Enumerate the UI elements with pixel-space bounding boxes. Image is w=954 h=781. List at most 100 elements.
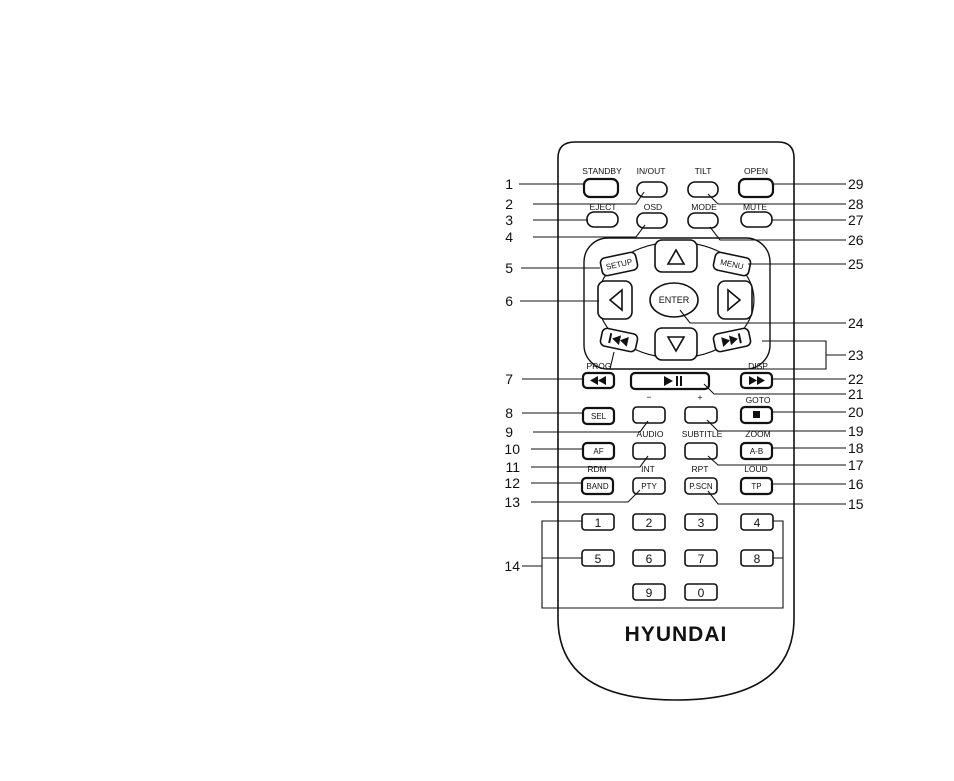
left-button[interactable] (597, 280, 633, 320)
label-plus: + (698, 392, 703, 402)
band-button[interactable] (580, 476, 615, 496)
leader-lines-left (519, 183, 649, 567)
callout-11: 11 (505, 459, 520, 475)
digit-key-1[interactable] (581, 513, 615, 531)
callout-23: 23 (848, 347, 864, 363)
leader-lines-right (609, 183, 846, 505)
label-int: INT (641, 464, 655, 474)
next-track-icon (721, 333, 742, 347)
digit-key-0-text: 0 (698, 586, 705, 600)
label-subtitle: SUBTITLE (682, 429, 723, 439)
eject-button[interactable] (586, 211, 619, 228)
label-rpt: RPT (692, 464, 709, 474)
digit-key-8-text: 8 (754, 552, 761, 566)
sel-button[interactable] (581, 406, 616, 426)
digit-key-5-text: 5 (595, 552, 602, 566)
digit-key-2-text: 2 (646, 516, 653, 530)
callout-26: 26 (848, 232, 864, 248)
label-goto: GOTO (746, 395, 771, 405)
open-button[interactable] (737, 177, 775, 199)
up-arrow-icon (666, 248, 686, 265)
pscn-button[interactable] (684, 477, 718, 495)
tilt-button[interactable] (687, 181, 719, 198)
af-button[interactable] (581, 441, 616, 461)
callout-2: 2 (505, 196, 513, 212)
label-audio: AUDIO (637, 429, 664, 439)
digit-key-9[interactable] (632, 583, 666, 601)
digit-key-7[interactable] (684, 549, 718, 567)
label-loud: LOUD (744, 464, 768, 474)
audio-button[interactable] (632, 442, 666, 460)
digit-key-3-text: 3 (698, 516, 705, 530)
mute-button[interactable] (740, 211, 773, 228)
play-pause-icon (664, 376, 682, 386)
digit-key-3[interactable] (684, 513, 718, 531)
callout-4: 4 (505, 229, 513, 245)
label-tilt: TILT (695, 166, 712, 176)
callout-25: 25 (848, 256, 864, 272)
down-arrow-icon (666, 336, 686, 353)
digit-key-6-text: 6 (646, 552, 653, 566)
rewind-icon (590, 376, 606, 385)
label-osd: OSD (644, 202, 662, 212)
pscn-button-text: P.SCN (689, 482, 713, 491)
callout-21: 21 (848, 386, 864, 402)
digit-key-6[interactable] (632, 549, 666, 567)
osd-button[interactable] (636, 212, 668, 229)
digit-key-4-text: 4 (754, 516, 761, 530)
ab-button[interactable] (739, 441, 774, 461)
digit-key-0[interactable] (684, 583, 718, 601)
up-button[interactable] (654, 239, 698, 273)
callout-29: 29 (848, 176, 864, 192)
label-open: OPEN (744, 166, 768, 176)
standby-button[interactable] (582, 177, 620, 199)
left-arrow-icon (608, 288, 623, 312)
plus-button[interactable] (684, 406, 718, 424)
minus-button[interactable] (632, 406, 666, 424)
label-zoom: ZOOM (745, 429, 771, 439)
tp-button[interactable] (739, 476, 774, 496)
label-disp: DISP (748, 361, 768, 371)
callout-7: 7 (505, 371, 513, 387)
keypad-bracket (541, 520, 784, 609)
label-prog: PROG (586, 361, 611, 371)
pty-button[interactable] (632, 477, 666, 495)
enter-button[interactable] (649, 282, 699, 318)
callout-9: 9 (505, 424, 513, 440)
digit-key-1-text: 1 (595, 516, 602, 530)
digit-key-7-text: 7 (698, 552, 705, 566)
mode-button[interactable] (687, 212, 719, 229)
right-button[interactable] (717, 280, 753, 320)
ab-button-text: A-B (750, 447, 763, 456)
fast-forward-icon (749, 376, 765, 385)
callout-8: 8 (505, 405, 513, 421)
label-standby: STANDBY (582, 166, 622, 176)
callout-14: 14 (504, 558, 520, 574)
callout-5: 5 (505, 260, 513, 276)
af-button-text: AF (593, 447, 603, 456)
callout-15: 15 (848, 496, 864, 512)
setup-button[interactable] (599, 251, 639, 277)
subtitle-button[interactable] (684, 442, 718, 460)
pty-button-text: PTY (641, 482, 657, 491)
in-out-button[interactable] (636, 181, 668, 198)
right-arrow-icon (727, 288, 742, 312)
label-mute: MUTE (743, 202, 767, 212)
callout-16: 16 (848, 476, 864, 492)
callout-27: 27 (848, 212, 864, 228)
down-button[interactable] (654, 327, 698, 361)
callout-6: 6 (505, 293, 513, 309)
digit-key-4[interactable] (740, 513, 774, 531)
tp-button-text: TP (751, 482, 761, 491)
menu-button[interactable] (712, 251, 752, 277)
digit-key-2[interactable] (632, 513, 666, 531)
callout-17: 17 (848, 457, 864, 473)
callout-20: 20 (848, 404, 864, 420)
callout-1: 1 (505, 176, 513, 192)
callout-3: 3 (505, 212, 513, 228)
callout-22: 22 (848, 371, 864, 387)
label-in-out: IN/OUT (637, 166, 666, 176)
sel-button-text: SEL (591, 412, 607, 421)
callout-10: 10 (504, 441, 520, 457)
